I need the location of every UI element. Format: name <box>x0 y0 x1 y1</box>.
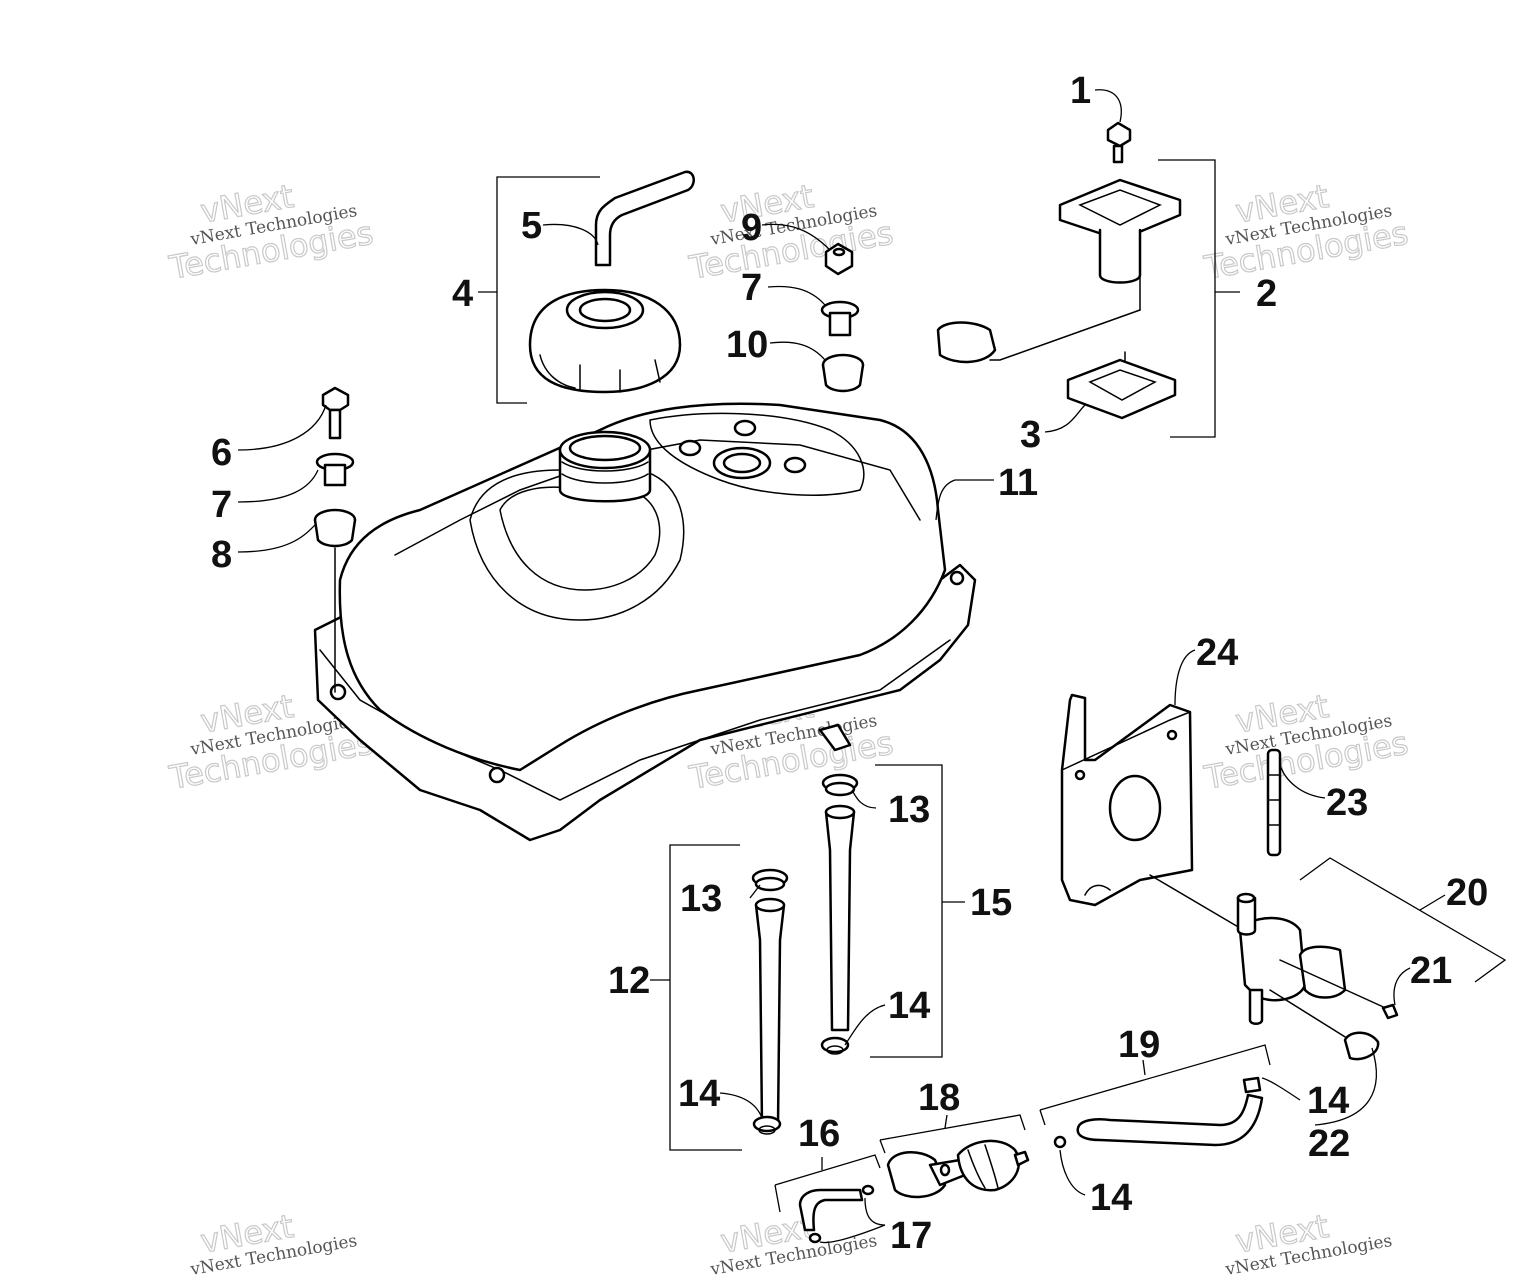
callout-11: 11 <box>998 462 1038 504</box>
callout-24: 24 <box>1196 632 1238 674</box>
watermark: vNext Technologies vNext Technologies <box>1200 176 1411 287</box>
callout-9: 9 <box>741 207 762 249</box>
callout-8: 8 <box>211 534 232 576</box>
mount-hardware-left <box>313 386 357 693</box>
callout-13: 13 <box>888 789 930 831</box>
fuel-line-16 <box>798 1184 875 1244</box>
callout-1: 1 <box>1070 70 1091 112</box>
bracket-20 <box>1299 857 1507 983</box>
callout-20: 20 <box>1446 872 1488 914</box>
callout-21: 21 <box>1410 950 1452 992</box>
callout-7: 7 <box>211 484 232 526</box>
callout-14: 14 <box>678 1073 720 1115</box>
callout-10: 10 <box>726 324 768 366</box>
fuel-tank <box>313 402 977 842</box>
mounting-bracket <box>1060 693 1194 907</box>
watermark: vNext vNext Technologies <box>708 1206 879 1280</box>
watermark: vNext vNext Technologies <box>188 1206 359 1280</box>
callout-15: 15 <box>970 882 1012 924</box>
callout-23: 23 <box>1326 782 1368 824</box>
callout-14: 14 <box>888 985 930 1027</box>
callout-13: 13 <box>680 878 722 920</box>
bracket-4 <box>478 176 600 404</box>
hose-assembly-12 <box>751 868 789 1135</box>
filter-screen <box>1266 748 1282 857</box>
callout-16: 16 <box>798 1113 840 1155</box>
callout-3: 3 <box>1020 414 1041 456</box>
fuel-cap <box>528 288 682 394</box>
bracket-2 <box>1158 159 1240 438</box>
callout-22: 22 <box>1308 1123 1350 1165</box>
vent-tube <box>594 170 695 267</box>
hose-assembly-15 <box>820 773 859 1055</box>
callout-14: 14 <box>1090 1177 1132 1219</box>
fuel-filter <box>886 1139 1030 1199</box>
callouts: 1 2 3 4 5 6 7 7 8 9 10 11 12 13 13 14 14… <box>211 70 1488 1257</box>
callout-18: 18 <box>918 1077 960 1119</box>
callout-6: 6 <box>211 432 232 474</box>
callout-7: 7 <box>741 267 762 309</box>
fuel-line-19 <box>1053 1076 1264 1149</box>
bracket-19 <box>1039 1044 1271 1126</box>
callout-2: 2 <box>1256 273 1277 315</box>
bracket-15 <box>870 764 965 1058</box>
callout-19: 19 <box>1118 1024 1160 1066</box>
callout-5: 5 <box>521 205 542 247</box>
bracket-16 <box>774 1154 881 1213</box>
watermark: vNext vNext Technologies <box>1223 1206 1394 1280</box>
sending-unit <box>936 121 1182 420</box>
mount-hardware-center <box>820 242 865 393</box>
callout-4: 4 <box>452 273 473 315</box>
watermark: vNext Technologies vNext Technologies <box>1200 686 1411 797</box>
watermark: vNext Technologies vNext Technologies <box>165 176 376 287</box>
fuel-valve <box>1149 874 1399 1061</box>
leader-lines <box>237 89 1411 1244</box>
callout-14: 14 <box>1307 1080 1349 1122</box>
callout-12: 12 <box>608 960 650 1002</box>
bracket-12 <box>650 844 742 1151</box>
callout-17: 17 <box>890 1215 932 1257</box>
bracket-18 <box>879 1114 1026 1154</box>
